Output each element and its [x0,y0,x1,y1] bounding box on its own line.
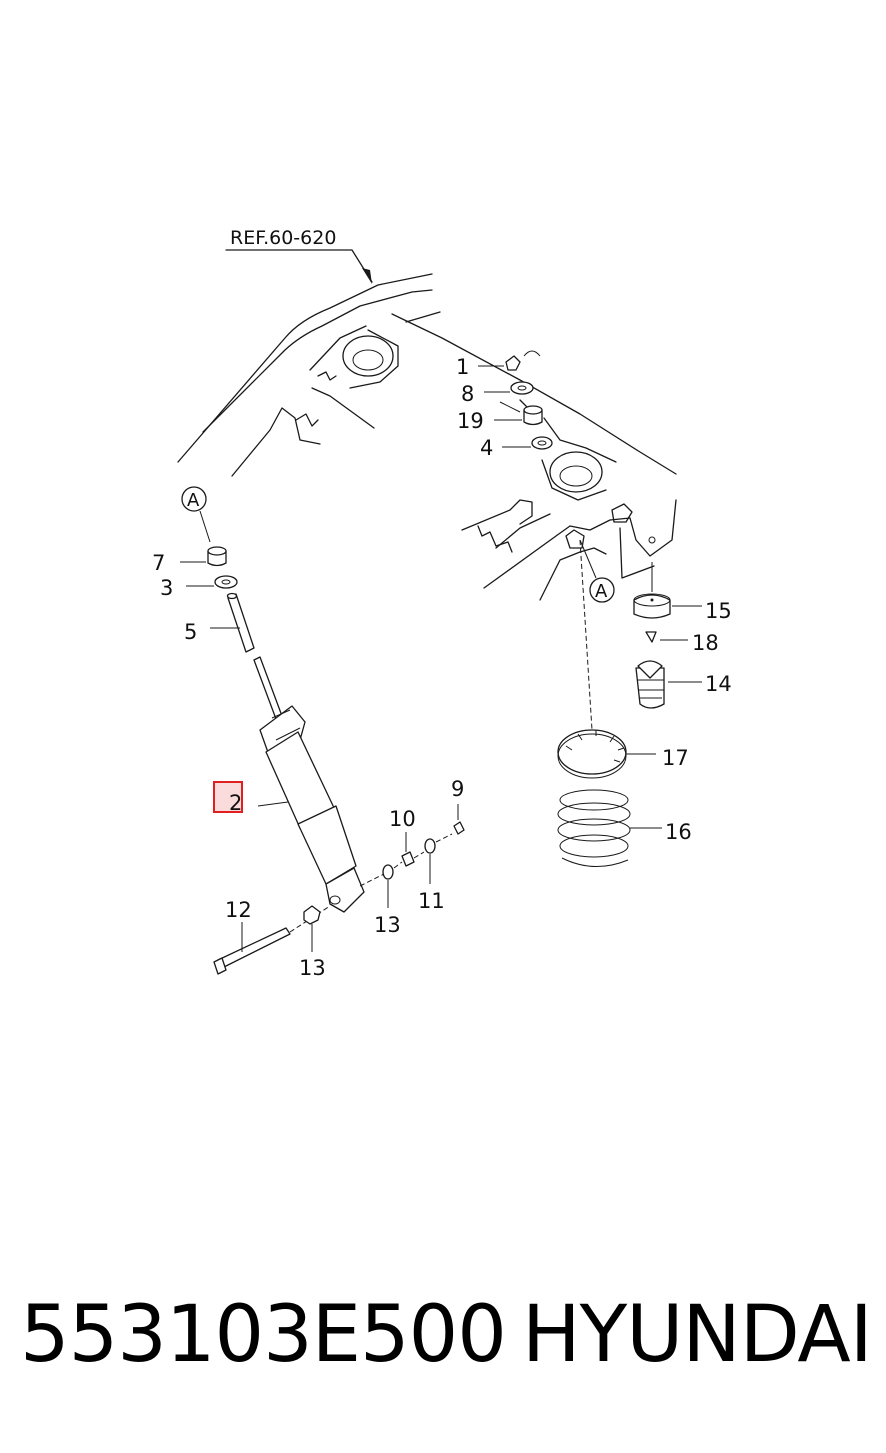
spring-pad-17 [557,539,656,779]
nut-13-lower [303,905,321,952]
label-1: 1 [456,355,469,379]
highlight-box [213,781,243,813]
label-9: 9 [451,777,464,801]
label-14: 14 [705,672,732,696]
label-4: 4 [480,436,493,460]
label-2: 2 [229,791,242,815]
nut-9 [453,804,465,835]
brand-name: HYUNDAI [522,1290,873,1380]
bump-stopper-14 [635,660,702,709]
sleeve-5 [210,592,255,653]
label-12: 12 [225,898,252,922]
washer-11 [424,833,453,884]
vehicle-body-frame [177,273,677,601]
label-13-lower: 13 [299,956,326,980]
nut-1 [478,350,541,371]
label-3: 3 [160,576,173,600]
washer-3 [186,575,238,589]
washer-13-upper [359,861,403,908]
svg-text:A: A [187,490,200,511]
coil-spring-16 [557,789,662,868]
part-number: 553103E500 [20,1290,507,1380]
label-5: 5 [184,620,197,644]
ref-callout: REF.60-620 [225,227,373,284]
washer-8 [484,381,534,395]
callout-a-upper: A [181,486,211,543]
label-11: 11 [418,889,445,913]
footer: 553103E500 HYUNDAI [0,1290,886,1400]
label-17: 17 [662,746,689,770]
ref-label: REF.60-620 [230,227,336,249]
callout-a-lower: A [579,539,615,603]
label-15: 15 [705,599,732,623]
svg-text:A: A [595,581,608,602]
label-10: 10 [389,807,416,831]
clip-18 [645,631,688,643]
part-labels: 1 2 3 4 5 7 8 9 10 11 12 13 13 14 15 16 … [152,355,732,980]
label-16: 16 [665,820,692,844]
label-7: 7 [152,551,165,575]
nut-10 [401,832,425,867]
dust-cover-15 [633,562,702,619]
label-19: 19 [457,409,484,433]
bushing-19 [494,401,543,426]
label-13-upper: 13 [374,913,401,937]
bolt-12 [213,905,331,975]
washer-4 [502,436,553,450]
bushing-7 [180,546,227,567]
shock-absorber-2 [253,656,365,913]
label-8: 8 [461,382,474,406]
label-18: 18 [692,631,719,655]
